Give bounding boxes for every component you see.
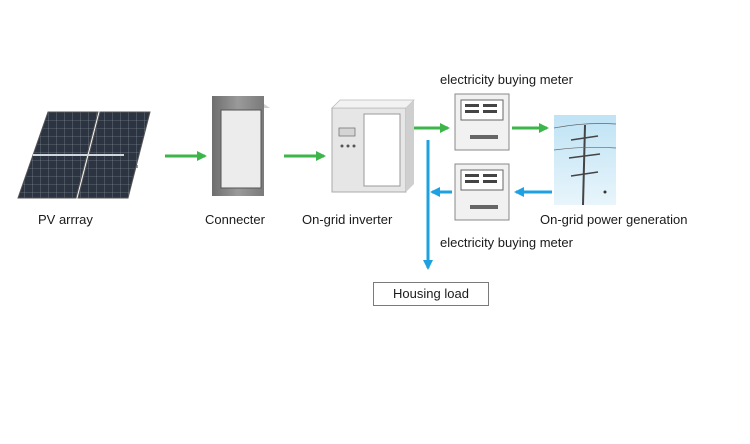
grid-label: On-grid power generation — [540, 212, 688, 227]
inverter-icon — [331, 99, 415, 193]
pv-array-label: PV arrray — [38, 212, 93, 227]
solar-panel-icon — [17, 111, 151, 199]
electricity-meter-icon-top — [454, 93, 510, 151]
cabinet-icon — [212, 96, 270, 196]
inverter-label: On-grid inverter — [302, 212, 393, 227]
housing-load-box: Housing load — [373, 282, 489, 306]
meter-bottom-label: electricity buying meter — [440, 235, 573, 250]
connecter-label: Connecter — [205, 212, 265, 227]
transmission-tower-icon — [553, 115, 617, 206]
meter-top-label: electricity buying meter — [440, 72, 573, 87]
electricity-meter-icon-bottom — [454, 163, 510, 221]
